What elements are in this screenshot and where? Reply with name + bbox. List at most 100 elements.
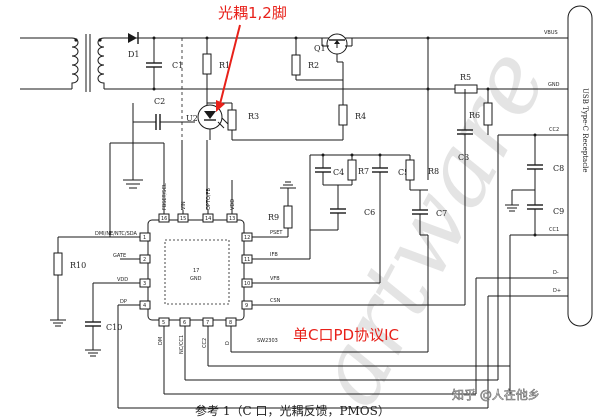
svg-text:8: 8 xyxy=(229,320,232,326)
svg-text:12: 12 xyxy=(244,235,250,241)
svg-text:PSET: PSET xyxy=(270,230,283,236)
svg-text:16: 16 xyxy=(161,216,167,222)
svg-text:R3: R3 xyxy=(248,112,259,121)
svg-text:D+: D+ xyxy=(553,288,561,294)
svg-text:D-: D- xyxy=(553,270,559,276)
resistor-r3: R3 xyxy=(207,102,259,140)
svg-text:CC2: CC2 xyxy=(202,338,208,348)
capacitor-c1: C1 xyxy=(146,36,183,91)
svg-text:R10: R10 xyxy=(70,261,86,270)
svg-text:1: 1 xyxy=(143,235,146,241)
svg-text:IFB: IFB xyxy=(270,252,278,258)
svg-text:5: 5 xyxy=(162,320,165,326)
capacitor-c8: C8 xyxy=(527,133,564,190)
ic-left-pins: 1 2 3 4 DMI/NE/NTC/SDA GATE VDD DP xyxy=(95,231,151,310)
svg-text:C4: C4 xyxy=(333,168,344,177)
svg-text:CC2: CC2 xyxy=(549,127,559,133)
svg-text:C5: C5 xyxy=(398,168,409,177)
svg-text:VDD: VDD xyxy=(117,277,128,283)
transformer xyxy=(20,34,105,92)
svg-text:NC/CC1: NC/CC1 xyxy=(179,335,185,354)
svg-text:9: 9 xyxy=(245,303,248,309)
svg-text:2: 2 xyxy=(143,257,146,263)
resistor-r1: R1 xyxy=(202,36,230,103)
annotation-arrow xyxy=(219,24,241,105)
resistor-r9: R9 xyxy=(268,181,296,237)
svg-text:DP: DP xyxy=(120,299,127,305)
resistor-r2: R2 xyxy=(291,36,344,105)
svg-text:R9: R9 xyxy=(268,213,279,222)
svg-text:6: 6 xyxy=(183,320,186,326)
svg-text:R4: R4 xyxy=(355,112,366,121)
svg-text:R8: R8 xyxy=(428,167,439,176)
ic-bottom-pins: 5 6 7 8 DM NC/CC1 CC2 D xyxy=(158,317,237,354)
svg-text:13: 13 xyxy=(229,216,235,222)
svg-text:C2: C2 xyxy=(154,97,165,106)
optocoupler-u2: U2 xyxy=(186,103,229,140)
svg-text:R2: R2 xyxy=(308,61,319,70)
svg-text:4: 4 xyxy=(143,303,146,309)
resistor-r6: R6 xyxy=(469,89,493,135)
svg-text:C7: C7 xyxy=(436,209,447,218)
ground-symbol-left xyxy=(123,122,143,189)
resistor-r10: R10 xyxy=(50,236,110,327)
svg-text:10: 10 xyxy=(244,281,250,287)
resistor-r5: R5 xyxy=(426,73,490,94)
svg-text:R7: R7 xyxy=(358,167,369,176)
ic-annotation: 单C口PD协议IC xyxy=(293,326,399,344)
svg-text:14: 14 xyxy=(205,216,211,222)
usb-type-c-receptacle: USB Type-C Receptacle VBUS GND CC2 CC1 D… xyxy=(544,5,593,327)
resistor-r4: R4 xyxy=(232,104,366,141)
svg-text:C10: C10 xyxy=(106,323,122,332)
svg-text:OPTO/FB: OPTO/FB xyxy=(206,187,212,210)
capacitor-c4: C4 xyxy=(315,153,344,185)
pd-controller-ic: 17 GND SW2303 xyxy=(147,219,278,344)
capacitor-c6: C6 xyxy=(309,185,375,259)
svg-text:D1: D1 xyxy=(128,50,140,59)
svg-text:SW2303: SW2303 xyxy=(257,338,278,344)
svg-text:VFB: VFB xyxy=(270,276,280,282)
svg-text:CC1: CC1 xyxy=(549,227,559,233)
svg-text:GND: GND xyxy=(190,276,202,282)
svg-text:GND: GND xyxy=(548,82,560,88)
capacitor-c3: C3 xyxy=(457,89,473,260)
capacitor-c5: C5 xyxy=(372,153,409,283)
capacitor-c10: C10 xyxy=(85,282,140,357)
ground-symbol-right xyxy=(505,189,535,212)
svg-text:3: 3 xyxy=(143,281,146,287)
svg-text:7: 7 xyxy=(206,320,209,326)
watermark-credit: 知乎 @人在他乡 xyxy=(452,388,540,402)
svg-text:C3: C3 xyxy=(458,153,469,162)
capacitor-c2: C2 xyxy=(132,97,195,130)
svg-text:CSN: CSN xyxy=(270,298,281,304)
svg-text:FBSET/SCL: FBSET/SCL xyxy=(162,183,168,210)
svg-text:R6: R6 xyxy=(469,111,480,120)
svg-text:VIN: VIN xyxy=(181,201,187,210)
svg-text:VDD: VDD xyxy=(230,199,236,210)
optocoupler-annotation: 光耦1,2脚 xyxy=(218,4,287,22)
capacitor-c9: C9 xyxy=(527,190,564,237)
resistor-r7: R7 xyxy=(347,153,369,185)
svg-text:C9: C9 xyxy=(553,207,564,216)
svg-text:C6: C6 xyxy=(364,208,375,217)
svg-text:D: D xyxy=(225,341,231,345)
svg-text:VBUS: VBUS xyxy=(544,30,558,36)
ic-top-pins: 16 15 14 13 FBSET/SCL VIN OPTO/FB VDD xyxy=(158,180,238,223)
svg-text:DMI/NE/NTC/SDA: DMI/NE/NTC/SDA xyxy=(95,231,138,237)
pmos-q1: Q1 xyxy=(314,33,353,62)
connector-title: USB Type-C Receptacle xyxy=(581,88,589,173)
svg-text:R1: R1 xyxy=(219,61,230,70)
svg-text:R5: R5 xyxy=(460,73,471,82)
svg-text:Q1: Q1 xyxy=(314,44,326,53)
svg-text:GATE: GATE xyxy=(113,253,126,259)
capacitor-c7: C7 xyxy=(410,189,447,352)
svg-text:C1: C1 xyxy=(172,61,183,70)
svg-text:15: 15 xyxy=(180,216,186,222)
figure-caption: 参考 1（C 口，光耦反馈，PMOS） xyxy=(195,403,390,418)
ic-right-pins: 12 11 10 9 PSET IFB VFB CSN xyxy=(241,230,283,310)
svg-text:17: 17 xyxy=(193,268,199,274)
diode-d1: D1 xyxy=(128,32,140,59)
svg-text:C8: C8 xyxy=(553,164,564,173)
